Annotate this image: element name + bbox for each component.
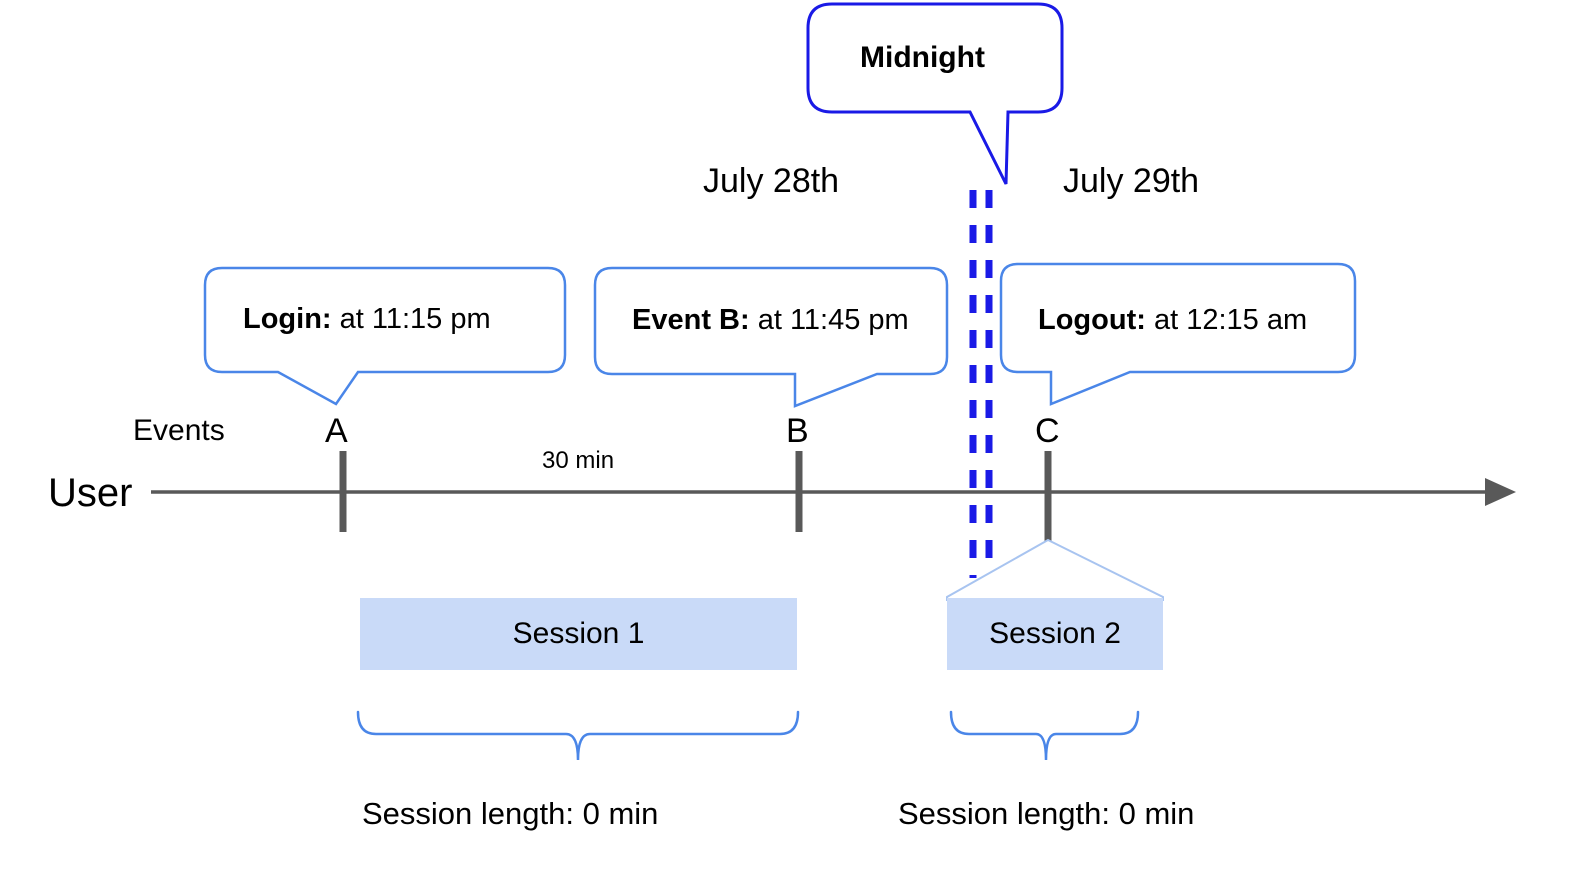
event-callout-rest-b: at 11:45 pm xyxy=(749,304,909,336)
session-2-pointer xyxy=(946,538,1164,601)
event-marker-label-c: C xyxy=(1035,412,1060,450)
date-label-july-28: July 28th xyxy=(703,162,840,200)
midnight-callout-label: Midnight xyxy=(860,41,985,74)
date-label-july-29: July 29th xyxy=(1063,162,1200,200)
event-marker-label-b: B xyxy=(786,412,809,450)
event-marker-label-a: A xyxy=(325,412,348,450)
session-length-label-1: Session length: 0 min xyxy=(362,796,659,831)
row-label-user: User xyxy=(48,471,133,515)
event-callout-text-b: Event B: at 11:45 pm xyxy=(632,306,909,335)
event-callout-bold-c: Logout: xyxy=(1038,304,1146,336)
event-callout-bold-b: Event B: xyxy=(632,304,750,336)
event-callout-text-a: Login: at 11:15 pm xyxy=(243,305,491,334)
event-callout-rest-c: at 12:15 am xyxy=(1145,304,1308,336)
midnight-callout-shape xyxy=(806,2,1064,185)
timeline-arrowhead xyxy=(1485,478,1516,506)
row-label-events: Events xyxy=(133,414,225,447)
session-1-brace xyxy=(356,710,800,761)
session-box-1: Session 1 xyxy=(360,598,797,670)
session-label-1: Session 1 xyxy=(512,617,645,650)
session-length-label-2: Session length: 0 min xyxy=(898,796,1195,831)
event-callout-text-c: Logout: at 12:15 am xyxy=(1038,306,1307,335)
gap-duration-label: 30 min xyxy=(542,447,615,474)
session-box-2: Session 2 xyxy=(947,598,1163,670)
session-2-brace xyxy=(949,710,1140,761)
event-callout-rest-a: at 11:15 pm xyxy=(331,303,491,335)
event-callout-shape-a xyxy=(203,266,567,406)
session-label-2: Session 2 xyxy=(989,617,1121,650)
event-callout-shape-b xyxy=(593,266,949,408)
event-callout-bold-a: Login: xyxy=(243,303,332,335)
